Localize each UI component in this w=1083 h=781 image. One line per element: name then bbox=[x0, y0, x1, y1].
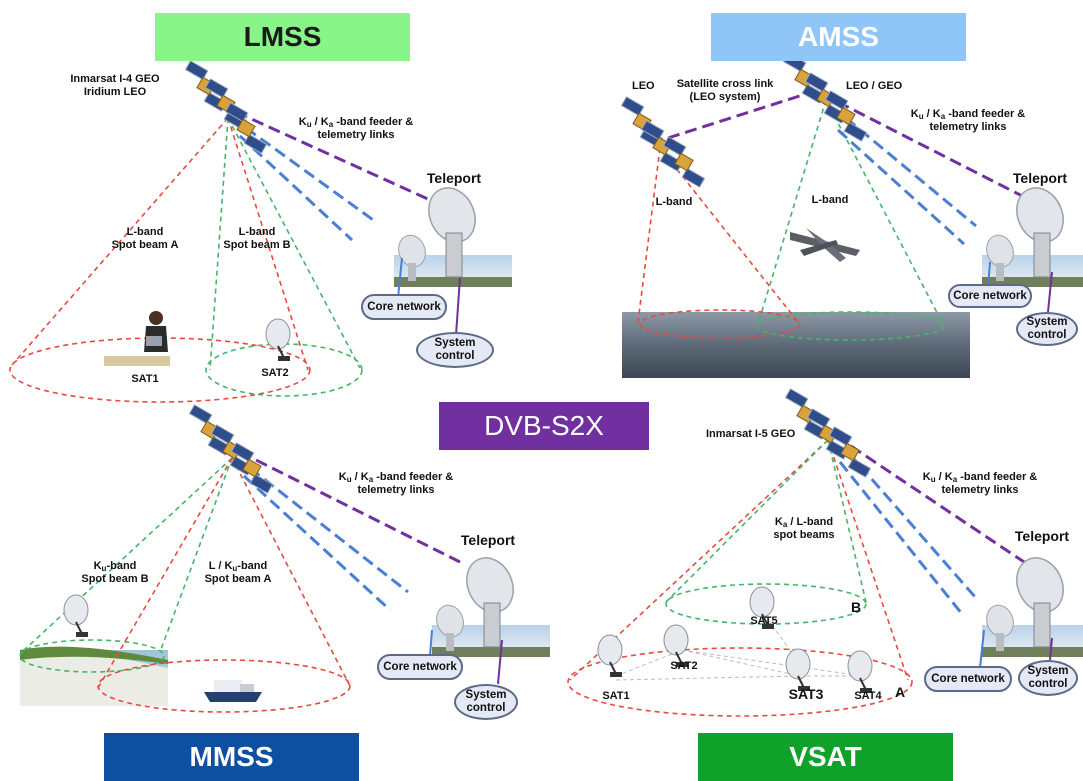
vsat-sat4-label: SAT4 bbox=[854, 690, 882, 702]
amss-title: AMSS bbox=[798, 21, 879, 52]
dish-icon bbox=[265, 318, 291, 362]
dish-icon bbox=[785, 648, 811, 692]
vsat-diagram bbox=[567, 388, 1083, 717]
amss-diagram bbox=[620, 52, 1083, 378]
amss-feeder-label: Ku / Ka -band feeder &telemetry links bbox=[910, 108, 1026, 133]
vsat-sat1-label: SAT1 bbox=[602, 690, 630, 702]
lmss-beam-a-footprint bbox=[9, 337, 311, 403]
dish-icon bbox=[847, 650, 873, 694]
mmss-title: MMSS bbox=[189, 741, 274, 772]
vsat-core-network: Core network bbox=[924, 666, 1012, 692]
clouds-icon bbox=[622, 312, 970, 378]
teleport-dish-icon bbox=[981, 549, 1083, 658]
lmss-feeder-label: Ku / Ka -band feeder &telemetry links bbox=[298, 116, 414, 141]
amss-leo-label: LEO bbox=[632, 80, 655, 92]
amss-cross-link-label: Satellite cross link(LEO system) bbox=[676, 78, 774, 103]
amss-lband-right-label: L-band bbox=[811, 194, 849, 206]
mmss-diagram bbox=[19, 404, 551, 713]
vsat-sat3-label: SAT3 bbox=[788, 686, 824, 702]
mmss-header: MMSS bbox=[104, 733, 359, 781]
vsat-teleport-label: Teleport bbox=[1014, 528, 1070, 544]
mmss-feeder-label: Ku / Ka -band feeder &telemetry links bbox=[338, 471, 454, 496]
vsat-sat5-label: SAT5 bbox=[750, 615, 778, 627]
drone-icon bbox=[790, 228, 860, 262]
vsat-beam-a-marker: A bbox=[894, 684, 906, 700]
lmss-core-network: Core network bbox=[361, 294, 447, 320]
vsat-sat-label: Inmarsat I-5 GEO bbox=[706, 428, 796, 440]
lmss-sat1-label: SAT1 bbox=[131, 373, 159, 385]
teleport-dish-icon bbox=[431, 549, 551, 658]
vsat-title: VSAT bbox=[789, 741, 862, 772]
vsat-feeder-label: Ku / Ka -band feeder &telemetry links bbox=[922, 471, 1038, 496]
vsat-sat2-label: SAT2 bbox=[670, 660, 698, 672]
user-laptop-icon bbox=[104, 311, 170, 366]
teleport-dish-icon bbox=[393, 179, 513, 288]
teleport-dish-icon bbox=[981, 179, 1083, 288]
mmss-teleport-label: Teleport bbox=[460, 532, 516, 548]
dvb-s2x-label: DVB-S2X bbox=[439, 402, 649, 450]
dish-icon bbox=[63, 594, 89, 638]
amss-leo-geo-label: LEO / GEO bbox=[846, 80, 903, 92]
lmss-teleport-label: Teleport bbox=[426, 170, 482, 186]
lmss-diagram bbox=[9, 60, 513, 403]
lmss-header: LMSS bbox=[155, 13, 410, 61]
amss-teleport-label: Teleport bbox=[1012, 170, 1068, 186]
satellite-icon bbox=[620, 96, 664, 148]
lmss-sat2-label: SAT2 bbox=[261, 367, 289, 379]
ship-icon bbox=[204, 680, 262, 702]
amss-core-network: Core network bbox=[948, 284, 1032, 308]
dish-icon bbox=[597, 634, 623, 678]
vsat-header: VSAT bbox=[698, 733, 953, 781]
lmss-title: LMSS bbox=[243, 21, 322, 52]
vsat-beam-b-marker: B bbox=[850, 599, 862, 615]
amss-header: AMSS bbox=[711, 13, 966, 61]
lmss-beam-b-footprint bbox=[205, 343, 363, 397]
amss-lband-left-label: L-band bbox=[655, 196, 693, 208]
mmss-core-network: Core network bbox=[377, 654, 463, 680]
